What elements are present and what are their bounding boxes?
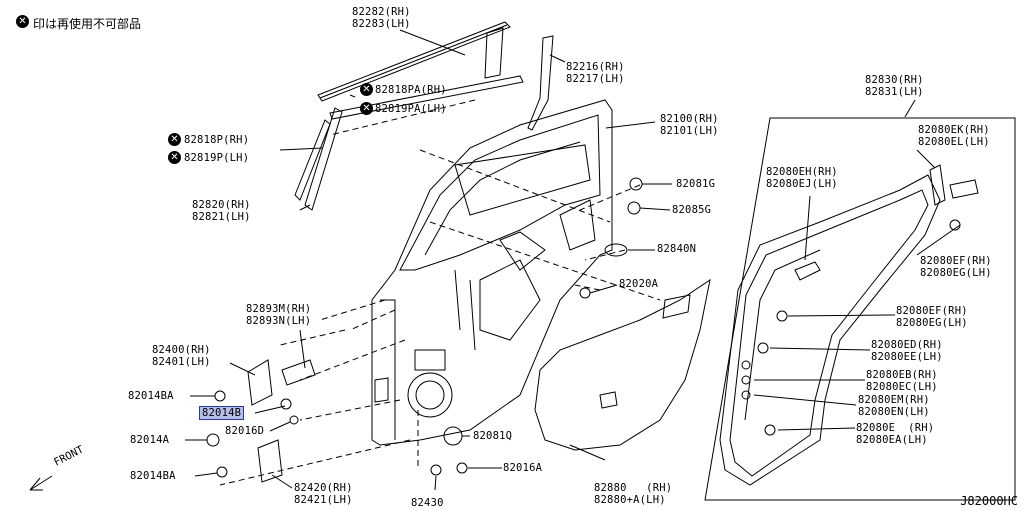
part-label-82014b-highlighted[interactable]: 82014B bbox=[198, 406, 245, 420]
part-label-82880[interactable]: 82880 (RH) 82880+A(LH) bbox=[594, 482, 673, 506]
part-label-82080ef-middle[interactable]: 82080EF(RH) 82080EG(LH) bbox=[896, 305, 968, 329]
part-label-82820[interactable]: 82820(RH) 82821(LH) bbox=[192, 199, 251, 223]
part-label-82216[interactable]: 82216(RH) 82217(LH) bbox=[566, 61, 625, 85]
upper-hinge-shape bbox=[247, 359, 273, 406]
part-label-82818pa[interactable]: 82818PA(RH) bbox=[375, 84, 447, 96]
part-label-82081q[interactable]: 82081Q bbox=[473, 430, 513, 442]
part-label-82014ba-lower[interactable]: 82014BA bbox=[130, 470, 176, 482]
part-label-82020a[interactable]: 82020A bbox=[619, 278, 659, 290]
diagram-code: J82000HC bbox=[960, 494, 1018, 508]
sash-tape-shape bbox=[484, 27, 504, 79]
part-label-82430[interactable]: 82430 bbox=[411, 497, 444, 509]
non-reusable-mark-icon: ✕ bbox=[168, 151, 181, 164]
sealing-screen-shape bbox=[534, 278, 711, 451]
non-reusable-mark-icon: ✕ bbox=[16, 15, 29, 28]
non-reusable-mark-icon: ✕ bbox=[360, 83, 373, 96]
non-reusable-mark-icon: ✕ bbox=[168, 133, 181, 146]
frame-pillar-shape bbox=[527, 35, 554, 131]
leader-lines bbox=[185, 29, 961, 491]
part-label-82080ed[interactable]: 82080ED(RH) 82080EE(LH) bbox=[871, 339, 943, 363]
inner-weatherstrip-shape bbox=[329, 75, 524, 120]
part-label-82420[interactable]: 82420(RH) 82421(LH) bbox=[294, 482, 353, 506]
lower-hinge-shape bbox=[257, 439, 283, 483]
legend-note: 印は再使用不可部品 bbox=[33, 17, 142, 31]
part-label-82080ek[interactable]: 82080EK(RH) 82080EL(LH) bbox=[918, 124, 990, 148]
part-label-82085g[interactable]: 82085G bbox=[672, 204, 712, 216]
front-arrow-shape bbox=[29, 475, 53, 491]
part-label-82818p[interactable]: 82818P(RH) bbox=[184, 134, 250, 146]
part-label-82080eb[interactable]: 82080EB(RH) 82080EC(LH) bbox=[866, 369, 938, 393]
part-label-82014ba-upper[interactable]: 82014BA bbox=[128, 390, 174, 402]
part-label-82893m[interactable]: 82893M(RH) 82893N(LH) bbox=[246, 303, 312, 327]
part-label-82016d[interactable]: 82016D bbox=[225, 425, 265, 437]
leader-dashes bbox=[219, 99, 661, 486]
part-label-82014a[interactable]: 82014A bbox=[130, 434, 170, 446]
part-label-82080em[interactable]: 82080EM(RH) 82080EN(LH) bbox=[858, 394, 930, 418]
part-label-82081g[interactable]: 82081G bbox=[676, 178, 716, 190]
part-label-82080e[interactable]: 82080E (RH) 82080EA(LH) bbox=[856, 422, 935, 446]
part-label-82080eh[interactable]: 82080EH(RH) 82080EJ(LH) bbox=[766, 166, 838, 190]
door-weatherstrip-shape bbox=[719, 164, 979, 486]
part-label-82080ef-upper[interactable]: 82080EF(RH) 82080EG(LH) bbox=[920, 255, 992, 279]
part-label-82830[interactable]: 82830(RH) 82831(LH) bbox=[865, 74, 924, 98]
grommet-shape bbox=[629, 177, 643, 191]
part-label-82819p[interactable]: 82819P(LH) bbox=[184, 152, 250, 164]
part-label-82282[interactable]: 82282(RH) 82283(LH) bbox=[352, 6, 411, 30]
part-label-82400[interactable]: 82400(RH) 82401(LH) bbox=[152, 344, 211, 368]
weatherstrip-panel-frame bbox=[704, 117, 1016, 501]
part-label-82100[interactable]: 82100(RH) 82101(LH) bbox=[660, 113, 719, 137]
part-label-82016a[interactable]: 82016A bbox=[503, 462, 543, 474]
door-shell-shape bbox=[371, 99, 613, 446]
belt-moulding-shape bbox=[304, 107, 343, 211]
part-label-82840n[interactable]: 82840N bbox=[657, 243, 697, 255]
non-reusable-mark-icon: ✕ bbox=[360, 102, 373, 115]
part-label-82819pa[interactable]: 82819PA(LH) bbox=[375, 103, 447, 115]
